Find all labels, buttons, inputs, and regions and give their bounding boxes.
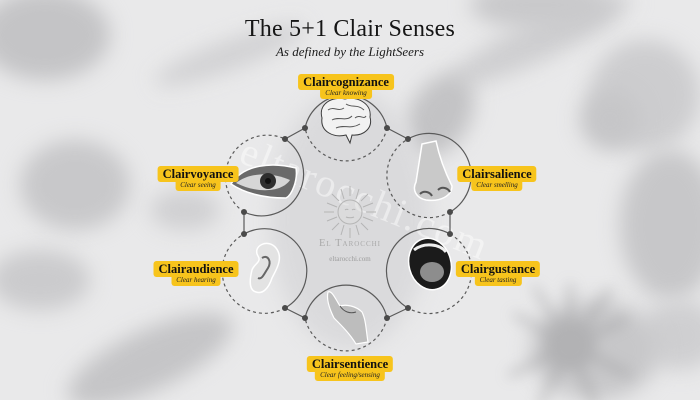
sense-description: Clear feeling/sensing bbox=[315, 371, 385, 381]
eye-icon bbox=[229, 164, 298, 199]
sense-name: Clairsentience bbox=[306, 356, 394, 372]
brand-url: eltarocchi.com bbox=[329, 255, 371, 263]
nose-icon bbox=[413, 140, 453, 202]
page-subtitle: As defined by the LightSeers bbox=[275, 44, 425, 59]
sense-description: Clear seeing bbox=[175, 181, 221, 191]
sense-description: Clear knowing bbox=[320, 89, 372, 99]
connector-line bbox=[284, 127, 306, 140]
page-title: The 5+1 Clair Senses bbox=[244, 16, 456, 42]
sense-name: Claircognizance bbox=[298, 74, 394, 90]
label-clairvoyance: Clairvoyance Clear seeing bbox=[157, 166, 239, 191]
ear-icon bbox=[249, 242, 281, 294]
mouth-icon bbox=[407, 237, 453, 291]
hand-icon bbox=[326, 291, 369, 345]
sense-name: Clairgustance bbox=[455, 261, 541, 277]
label-clairsentience: Clairsentience Clear feeling/sensing bbox=[306, 356, 394, 381]
label-clairaudience: Clairaudience Clear hearing bbox=[153, 261, 239, 286]
sun-face-icon bbox=[324, 186, 376, 238]
sense-name: Clairsalience bbox=[457, 166, 537, 182]
sense-description: Clear hearing bbox=[171, 276, 221, 286]
label-clairsalience: Clairsalience Clear smelling bbox=[457, 166, 537, 191]
connector-line bbox=[284, 307, 306, 319]
label-claircognizance: Claircognizance Clear knowing bbox=[298, 74, 394, 99]
sense-name: Clairaudience bbox=[153, 261, 239, 277]
label-clairgustance: Clairgustance Clear tasting bbox=[455, 261, 541, 286]
sense-description: Clear smelling bbox=[471, 181, 523, 191]
connector-line bbox=[386, 127, 409, 140]
brand-name: El Tarocchi bbox=[318, 238, 382, 249]
connector-line bbox=[386, 307, 409, 319]
sense-description: Clear tasting bbox=[474, 276, 522, 286]
sense-name: Clairvoyance bbox=[157, 166, 239, 182]
brain-icon bbox=[320, 97, 372, 145]
